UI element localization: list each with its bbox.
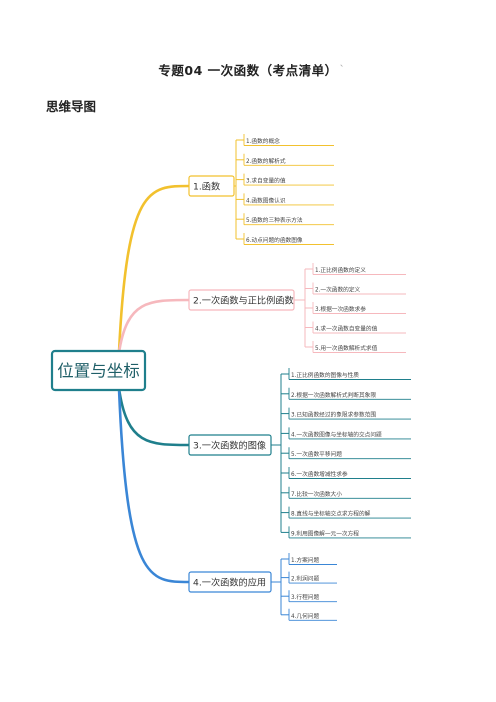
branch-node: 1.函数 xyxy=(188,175,235,197)
leaf-node: 3.行程问题 xyxy=(281,590,337,603)
branch-connector xyxy=(117,386,191,447)
leaf-label: 5.函数的三种表示方法 xyxy=(246,216,303,224)
leaf-label: 8.直线与坐标轴交点求方程的解 xyxy=(291,510,371,518)
leaf-label: 2.函数的解析式 xyxy=(246,157,286,165)
leaf-label: 1.函数的概念 xyxy=(246,137,280,145)
leaf-node: 4.求一次函数自变量的值 xyxy=(305,321,406,334)
leaf-label: 2.利润问题 xyxy=(291,575,319,583)
leaf-node: 5.函数的三种表示方法 xyxy=(236,213,334,226)
leaf-node: 2.利润问题 xyxy=(281,571,337,584)
leaf-label: 4.一次函数图像与坐标轴的交点问题 xyxy=(291,430,382,438)
leaf-node: 3.根据一次函数求参 xyxy=(305,302,406,314)
leaf-label: 3.根据一次函数求参 xyxy=(315,305,366,313)
mindmap-root: 位置与坐标 xyxy=(50,349,147,392)
leaf-label: 5.一次函数平移问题 xyxy=(291,450,342,458)
leaf-label: 6.动点问题的函数图像 xyxy=(246,236,303,244)
leaf-node: 5.一次函数平移问题 xyxy=(281,447,411,460)
branch-label: 4.一次函数的应用 xyxy=(193,577,266,589)
branch-connector xyxy=(117,298,191,355)
leaf-node: 1.正比例函数的图像与性质 xyxy=(281,368,411,380)
branch-node: 4.一次函数的应用 xyxy=(188,571,272,593)
page-title: 专题04 一次函数（考点清单） xyxy=(158,63,338,78)
leaf-node: 1.正比例函数的定义 xyxy=(305,263,406,275)
leaf-label: 5.用一次函数解析式求值 xyxy=(315,344,378,352)
leaf-node: 2.根据一次函数解析式判断其象限 xyxy=(281,387,411,400)
leaf-node: 4.一次函数图像与坐标轴的交点问题 xyxy=(281,427,411,440)
leaf-node: 4.函数图像认识 xyxy=(236,193,334,206)
branch-label: 1.函数 xyxy=(193,181,220,193)
section-heading: 思维导图 xyxy=(46,99,97,114)
leaf-node: 2.函数的解析式 xyxy=(236,153,334,166)
leaf-node: 3.已知函数经过的象限求参数范围 xyxy=(281,407,411,420)
leaf-node: 6.动点问题的函数图像 xyxy=(236,233,334,245)
leaf-label: 4.求一次函数自变量的值 xyxy=(315,325,378,333)
leaf-node: 5.用一次函数解析式求值 xyxy=(305,341,406,353)
leaf-label: 3.求自变量的值 xyxy=(246,177,286,185)
leaf-node: 9.利用图像解一元一次方程 xyxy=(281,526,411,539)
leaf-node: 7.比较一次函数大小 xyxy=(281,486,411,499)
branch-label: 3.一次函数的图像 xyxy=(193,440,266,452)
branch-node: 2.一次函数与正比例函数 xyxy=(188,289,295,311)
branch-connector xyxy=(117,184,191,355)
branch-node: 3.一次函数的图像 xyxy=(188,434,272,456)
leaf-label: 3.行程问题 xyxy=(291,593,319,601)
branch-connector xyxy=(117,386,191,584)
leaf-node: 2.一次函数的定义 xyxy=(305,282,406,295)
leaf-node: 8.直线与坐标轴交点求方程的解 xyxy=(281,506,411,519)
leaf-label: 4.几何问题 xyxy=(291,612,319,620)
leaf-node: 6.一次函数增减性求参 xyxy=(281,467,411,479)
leaf-label: 1.正比例函数的图像与性质 xyxy=(291,371,359,379)
leaf-node: 1.函数的概念 xyxy=(236,134,334,146)
branch-label: 2.一次函数与正比例函数 xyxy=(193,295,294,307)
leaf-label: 2.根据一次函数解析式判断其象限 xyxy=(291,391,376,399)
leaf-label: 1.正比例函数的定义 xyxy=(315,266,366,274)
stray-mark: 、 xyxy=(340,59,348,68)
leaf-label: 7.比较一次函数大小 xyxy=(291,490,342,498)
leaf-label: 3.已知函数经过的象限求参数范围 xyxy=(291,411,376,419)
leaf-label: 1.方案问题 xyxy=(291,556,319,564)
leaf-label: 6.一次函数增减性求参 xyxy=(291,470,348,478)
leaf-label: 2.一次函数的定义 xyxy=(315,286,361,294)
leaf-label: 9.利用图像解一元一次方程 xyxy=(291,529,359,537)
leaf-label: 4.函数图像认识 xyxy=(246,196,286,204)
leaf-node: 3.求自变量的值 xyxy=(236,173,334,186)
root-label: 位置与坐标 xyxy=(57,362,140,381)
leaf-node: 4.几何问题 xyxy=(281,608,337,621)
leaf-node: 1.方案问题 xyxy=(281,553,337,565)
